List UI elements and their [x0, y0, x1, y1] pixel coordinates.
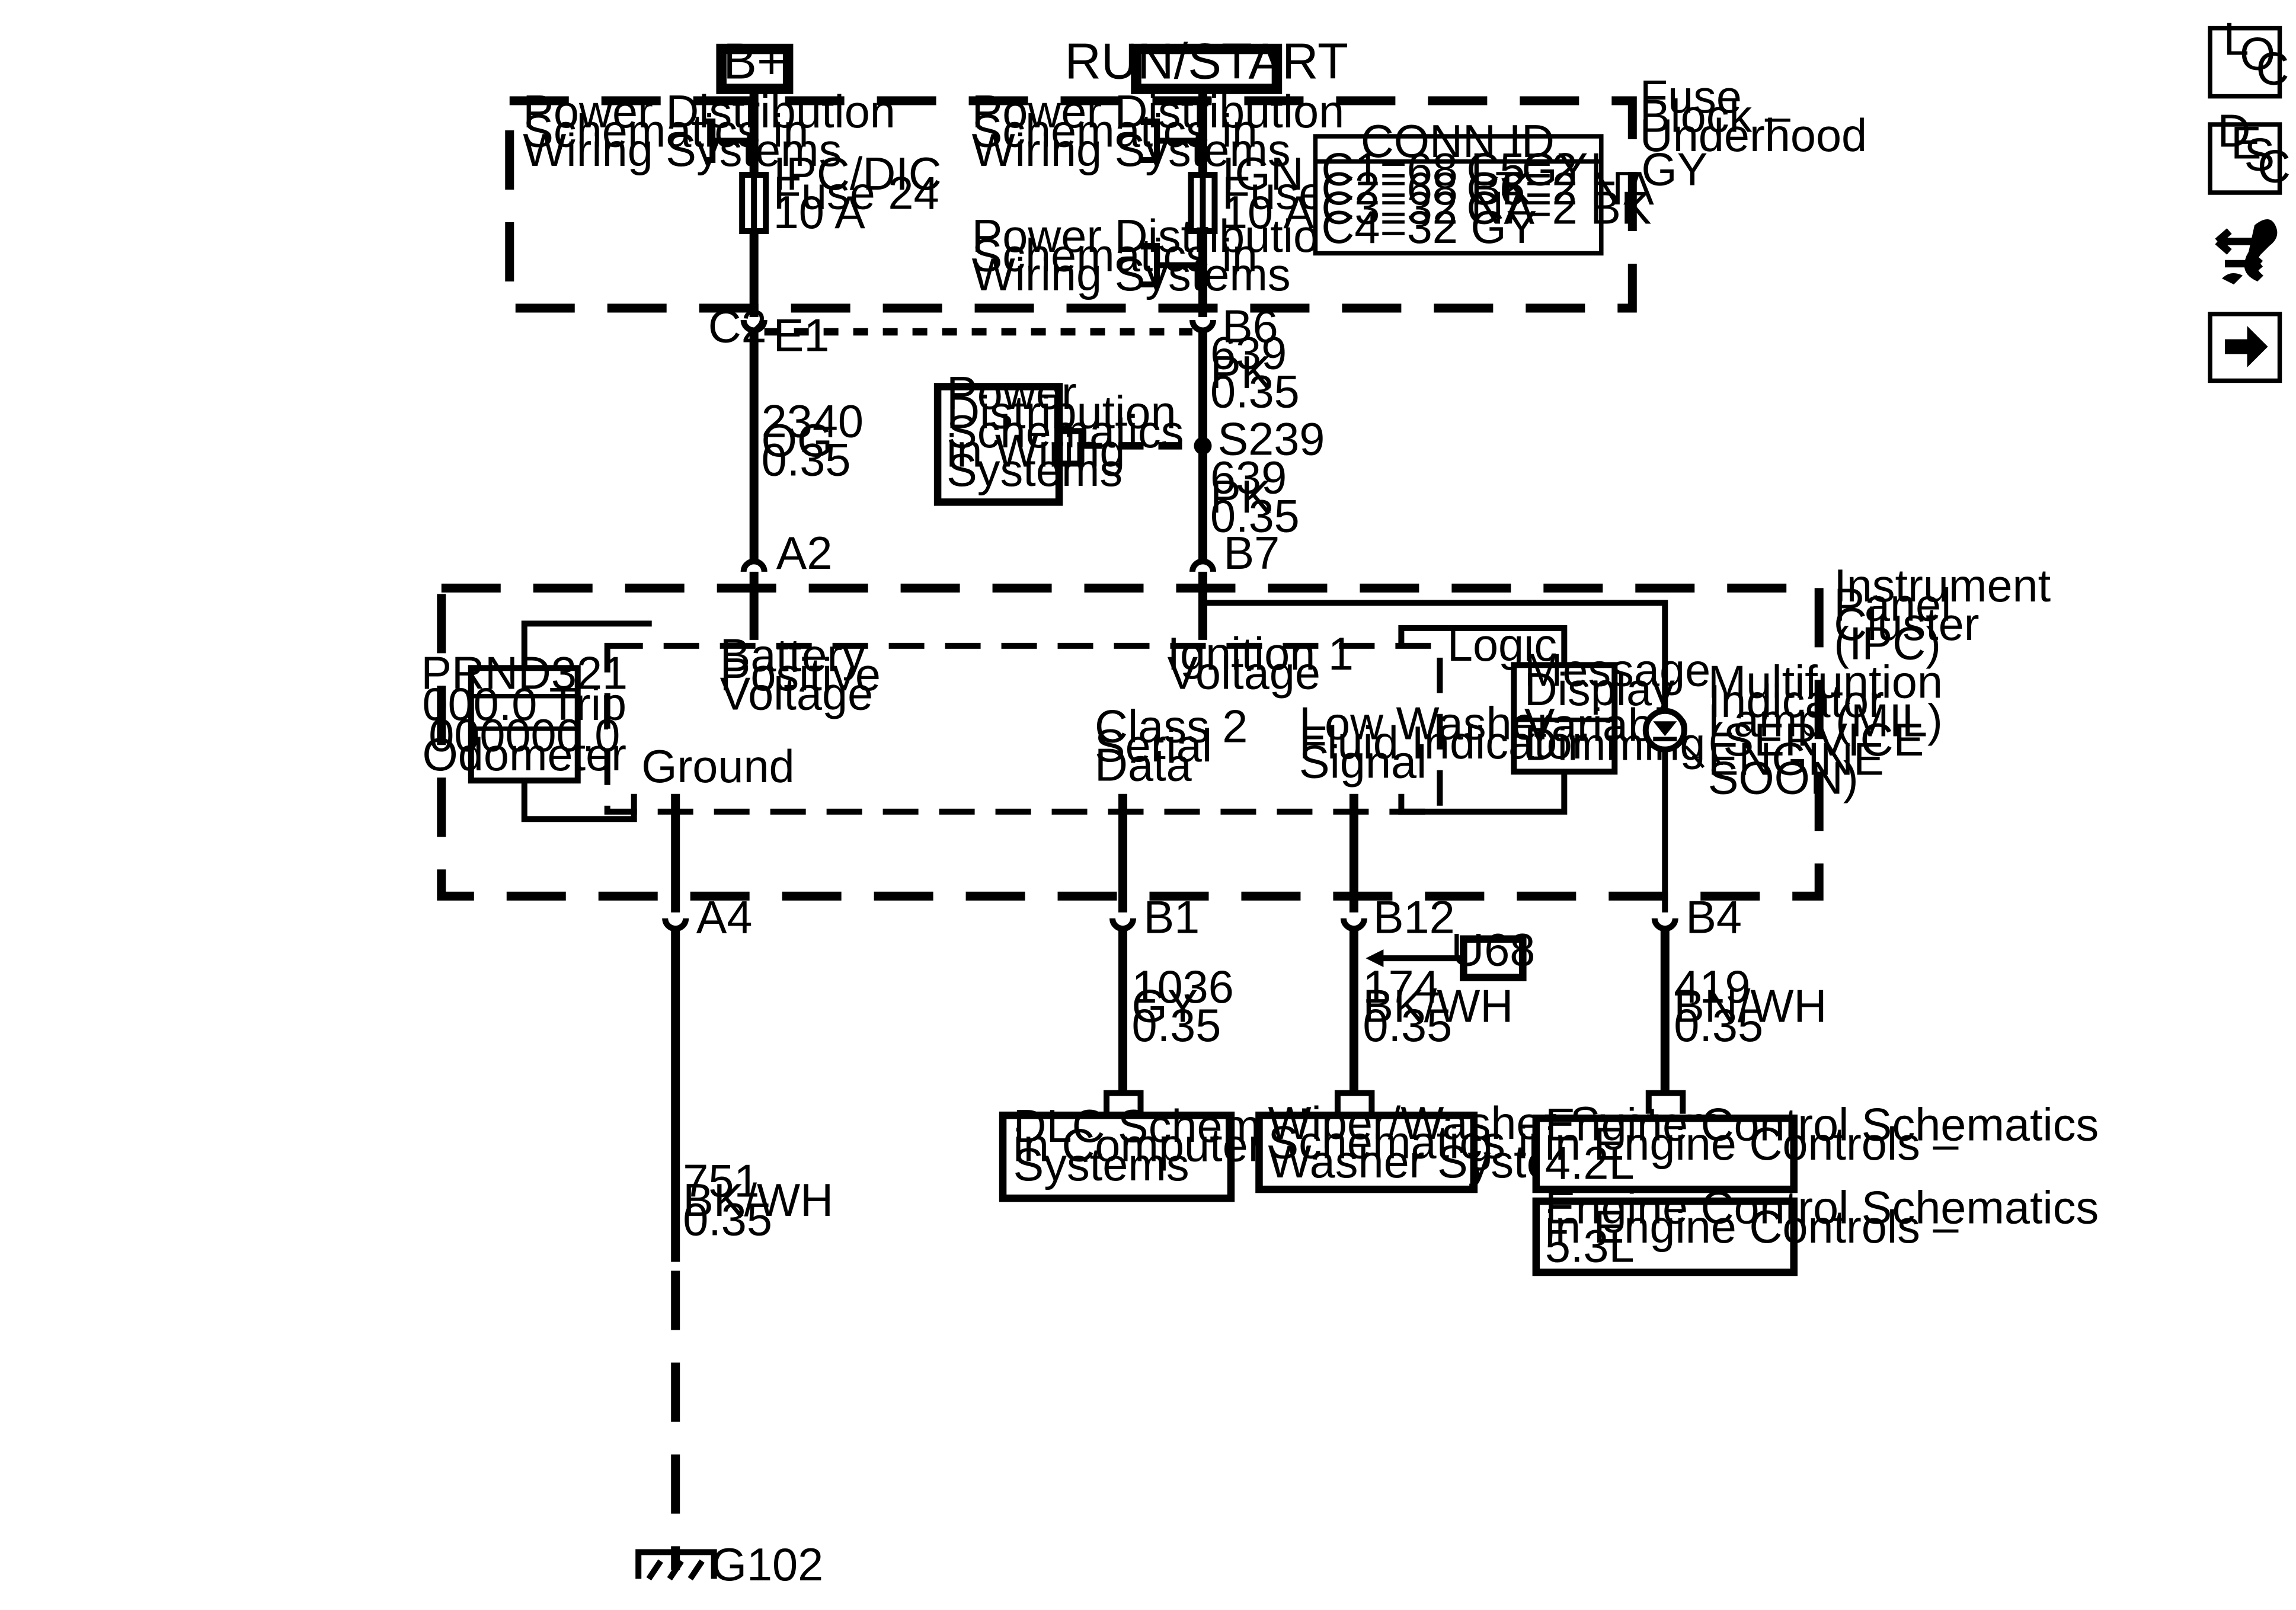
power-ref-1: Power Distribution Schematics in Wiring …: [523, 87, 908, 176]
u68-label: U68: [1451, 925, 1535, 976]
logic-block: [604, 642, 1443, 815]
mil-lamp-icon: [1642, 708, 1705, 769]
ipc-outline: [437, 583, 1824, 901]
ground-label: Ground: [641, 741, 794, 792]
svg-text:Odometer: Odometer: [423, 729, 626, 780]
wire-174-label: 174 BK/WH 0.35: [1363, 962, 1526, 1051]
power-ref-3: Power Distribution Schematics in Wiring …: [972, 211, 1357, 300]
ipc-label: Instrument Panel Cluster (IPC): [1834, 561, 2064, 669]
splice-s239: [1194, 437, 1212, 455]
svg-text:000000.0: 000000.0: [428, 710, 620, 761]
power-ref-2: Power Distribution Schematics in Wiring …: [972, 87, 1357, 176]
class2-label: Class 2 Serial Data: [1095, 701, 1261, 790]
svg-text:L: L: [2224, 14, 2249, 65]
diagnostic-procedure-icon[interactable]: [2215, 219, 2278, 284]
ignition-voltage-label: Ignition 1 Voltage: [1167, 629, 1366, 699]
dlc-schematics-ref[interactable]: [999, 1111, 1235, 1202]
ignition-source-label: RUN/START: [1065, 34, 1348, 90]
wiper-schematics-ref[interactable]: [1255, 1111, 1478, 1193]
conn-id-table: CONN ID C1=68 L–GY C2=68 BK C3=32 NA C4=…: [1313, 116, 1721, 256]
description-button[interactable]: D E S C: [2208, 106, 2291, 195]
wire-639-lower-label: 639 PK 0.35: [1210, 452, 1300, 542]
fuse-block-outline: [505, 96, 1637, 313]
connector-a4: [662, 918, 689, 932]
svg-text:O: O: [2240, 29, 2275, 80]
connector-b7: [1189, 558, 1216, 572]
engine-53-schematics-text: Engine Control Schematics in Engine Cont…: [1545, 1183, 2112, 1272]
wire-751-label: 751 BK/WH 0.35: [683, 1156, 846, 1246]
svg-text:E: E: [2231, 118, 2262, 169]
svg-text:Display: Display: [1524, 664, 1675, 715]
fuse-24-label: IPC/DIC Fuse 24 10 A: [773, 149, 955, 238]
battery-source-label: B+: [723, 34, 786, 90]
pin-a2: A2: [776, 528, 833, 579]
pin-e1: E1: [773, 310, 830, 361]
washer-signal-label: Low Washer Fluid Indicator Signal: [1299, 698, 1600, 788]
pin-b12: B12: [1373, 892, 1455, 943]
svg-text:000.0 Trip: 000.0 Trip: [423, 679, 627, 730]
splice-s239-label: S239: [1217, 414, 1325, 465]
connector-a2: [740, 558, 768, 572]
splice-ref-box: [933, 383, 1063, 506]
pin-b1: B1: [1144, 892, 1200, 943]
pin-b4: B4: [1686, 892, 1742, 943]
conn-id-right: C5=2 L–GY C6=2 NA C7=2 BK: [1466, 145, 1721, 234]
battery-source: B+: [716, 34, 794, 94]
arrow-right-icon: [2225, 325, 2268, 367]
svg-text:S: S: [2244, 130, 2275, 181]
pin-a4: A4: [696, 892, 753, 943]
ground-symbol: [635, 1549, 717, 1581]
wire-1036-label: 1036 GY 0.35: [1132, 962, 1247, 1051]
wire-639-upper-label: 639 PK 0.35: [1210, 328, 1300, 417]
ignition-source: RUN/START: [1065, 34, 1348, 94]
conn-id-left: C1=68 L–GY C2=68 BK C3=32 NA C4=32 GY: [1321, 145, 1601, 253]
fuse-block-label: Fuse Block – Underhood: [1640, 72, 1867, 161]
splice-ref-text: Power Distribution Schematics in Wiring …: [946, 368, 1197, 496]
engine-42-schematics-ref[interactable]: [1532, 1114, 1798, 1193]
svg-text:C: C: [2257, 142, 2291, 193]
wire-2340-label: 2340 OG 0.35: [762, 396, 877, 485]
pin-b6: B6: [1222, 301, 1278, 352]
connector-b12: [1340, 918, 1367, 932]
u68-option-box: [1460, 935, 1527, 981]
odometer-display: PRND321 000.0 Trip 000000.0 Odometer: [421, 648, 628, 784]
next-page-button[interactable]: [2208, 312, 2282, 383]
mil-label: Multifuntion Indicator Lamp (MIL) (SERVI…: [1708, 657, 1956, 804]
wire-419-label: 419 BN/WH 0.35: [1674, 962, 1840, 1051]
connector-b4: [1651, 918, 1678, 932]
engine-53-schematics-ref[interactable]: [1532, 1197, 1798, 1276]
svg-text:C: C: [2256, 44, 2289, 95]
battery-voltage-label: Battery Positive Voltage: [720, 630, 894, 719]
engine-42-schematics-text: Engine Control Schematics in Engine Cont…: [1545, 1100, 2112, 1189]
ground-g102: G102: [711, 1539, 824, 1590]
conn-id-title: CONN ID: [1361, 116, 1555, 167]
svg-text:D: D: [2218, 106, 2251, 157]
location-button[interactable]: L O C: [2208, 14, 2289, 99]
connector-b1: [1109, 918, 1137, 932]
svg-text:Message: Message: [1524, 645, 1710, 696]
pin-b7: B7: [1223, 528, 1280, 579]
